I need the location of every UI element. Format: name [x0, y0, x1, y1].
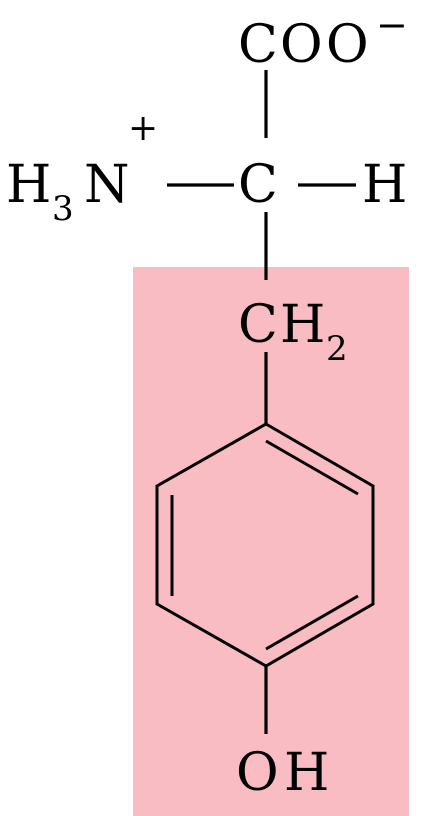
hydroxyl-hydrogen: H — [284, 743, 329, 803]
amino-nitrogen: N — [84, 155, 130, 215]
hydroxyl-group: O H — [236, 743, 329, 803]
amino-charge: + — [128, 108, 158, 149]
alpha-carbon: C — [238, 155, 278, 215]
side-chain-highlight — [133, 267, 409, 816]
methylene-group: C H 2 — [238, 295, 348, 369]
methylene-hydrogen: H — [280, 295, 325, 355]
amino-group: H 3 N + — [6, 108, 158, 229]
ring-double-bond-top-right — [265, 439, 359, 496]
carboxyl-oxygen-2: O — [326, 15, 369, 75]
carboxyl-carbon: C — [238, 15, 278, 75]
amino-hydrogen: H — [6, 155, 51, 215]
methylene-hydrogen-subscript: 2 — [326, 329, 348, 369]
ring-double-bond-bottom-right — [265, 594, 359, 651]
carboxylate-charge: − — [376, 3, 408, 47]
amino-hydrogen-subscript: 3 — [52, 189, 74, 229]
hydroxyl-oxygen: O — [236, 743, 279, 803]
alpha-hydrogen: H — [362, 155, 407, 215]
methylene-carbon: C — [238, 295, 278, 355]
carboxylate-group: C O O − — [238, 3, 408, 75]
carboxyl-oxygen-1: O — [280, 15, 323, 75]
